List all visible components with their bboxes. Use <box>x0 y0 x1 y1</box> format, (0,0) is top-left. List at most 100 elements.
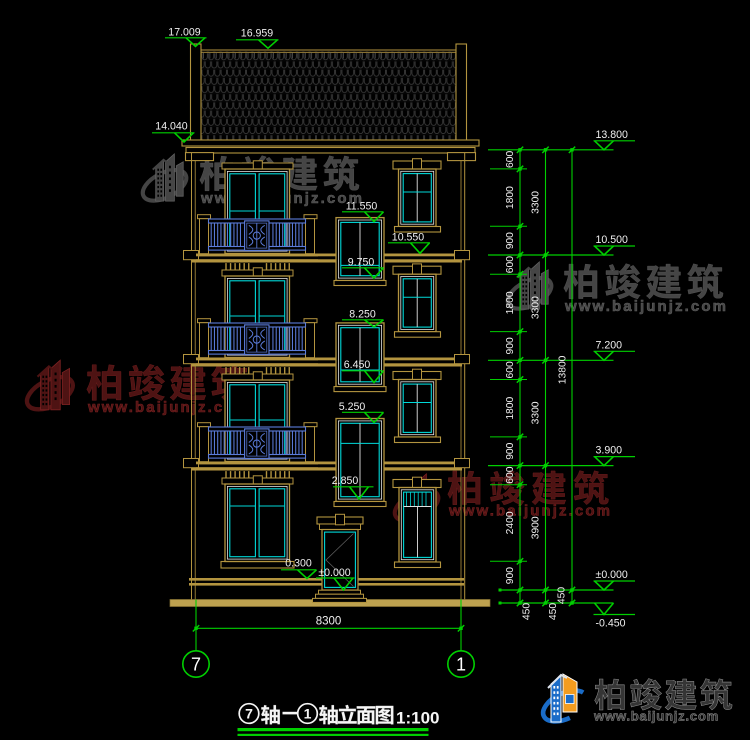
dimension-label: 900 <box>505 567 516 584</box>
elevation-marker: 9.750 <box>342 257 385 280</box>
dimension-label: 450 <box>548 603 559 620</box>
elevation-marker-text: 14.040 <box>155 121 188 133</box>
elevation-marker: 8.250 <box>342 309 384 328</box>
elevation-marker-text: 8.250 <box>349 309 376 321</box>
watermark-logo-icon <box>140 153 189 203</box>
brand-name <box>594 678 733 711</box>
window-head-trim <box>221 263 294 279</box>
stair-window <box>333 417 387 508</box>
dimension-label: 600 <box>505 361 516 378</box>
axis-bubble: 7 <box>182 649 211 678</box>
elevation-marker-text: -0.450 <box>596 618 626 630</box>
dimension-label: 3300 <box>531 401 542 424</box>
watermark-logo-icon <box>505 261 554 311</box>
dimension-label: 450 <box>557 587 568 604</box>
dimension-label: 1800 <box>505 396 516 419</box>
watermark-logo-icon <box>24 359 75 412</box>
right-bay-window <box>392 263 442 338</box>
watermark-text <box>447 470 609 506</box>
dimension-chain: 6001800900600180090060018009006002400900… <box>490 146 576 620</box>
bottom-dimension: 8300 7 1 <box>182 599 475 678</box>
dimension-label: 2400 <box>505 511 516 534</box>
dimension-label: 900 <box>505 442 516 459</box>
watermark-url: www.baijunjz.com <box>448 503 612 520</box>
elevation-marker: ±0.000 <box>500 569 635 592</box>
title-text <box>260 704 280 725</box>
roof-post-right <box>455 43 468 143</box>
title-axis-number: 7 <box>245 706 253 722</box>
stair-window <box>333 322 387 393</box>
dimensions: 17.009 16.959 14.040 11.550 10.550 9.750 8.250… <box>152 27 635 678</box>
elevation-marker-text: 3.900 <box>596 445 623 457</box>
floor1-right-window <box>392 476 442 569</box>
elevation-marker: 0.300 <box>281 558 318 580</box>
stair-window <box>333 216 387 287</box>
elevation-marker-text: ±0.000 <box>318 567 350 579</box>
elevation-marker: 5.250 <box>339 401 385 424</box>
axis-bubble-label: 7 <box>191 655 201 675</box>
right-bay-window <box>392 158 442 233</box>
brand-url: www.baijunjz.com <box>593 709 719 724</box>
watermark-url: www.baijunjz.com <box>564 298 728 315</box>
elevation-marker-text: 9.750 <box>348 257 375 269</box>
elevation-marker: 3.900 <box>488 445 635 467</box>
elevation-marker: 10.550 <box>388 232 431 255</box>
dimension-label: 600 <box>505 466 516 483</box>
elevation-marker-text: 16.959 <box>241 28 274 40</box>
dimension-label: 900 <box>505 337 516 354</box>
elevation-marker-text: 13.800 <box>596 129 629 141</box>
roof <box>181 43 480 162</box>
dimension-label: 600 <box>505 256 516 273</box>
elevation-marker: 2.850 <box>332 475 374 501</box>
title-axis-number: 1 <box>304 706 312 722</box>
elevation-marker-text: 6.450 <box>344 359 371 371</box>
bottom-dimension-text: 8300 <box>316 616 342 628</box>
elevation-marker: 11.550 <box>342 201 385 223</box>
elevation-marker-text: 10.500 <box>596 234 629 246</box>
dimension-label: 1800 <box>505 291 516 314</box>
dimension-label: 3300 <box>531 296 542 319</box>
railing-balusters <box>210 223 303 247</box>
dimension-label: 13800 <box>558 355 569 384</box>
elevation-marker-text: 0.300 <box>285 558 312 570</box>
elevation-marker: ±0.000 <box>316 567 355 592</box>
dimension-label: 600 <box>505 151 516 168</box>
walls <box>191 153 466 600</box>
balcony <box>196 214 318 263</box>
floor-band <box>183 250 470 263</box>
roof-ridge-ticks <box>203 52 452 59</box>
axis-bubble-label: 1 <box>456 655 466 675</box>
railing-balusters <box>210 327 303 351</box>
title-dash <box>282 711 297 715</box>
roof-post-left <box>189 43 202 143</box>
elevation-marker-text: 2.850 <box>332 475 359 487</box>
right-bay-window <box>392 368 442 444</box>
building <box>169 43 491 607</box>
brand-logo: www.baijunjz.com <box>540 673 733 724</box>
elevation-marker: 17.009 <box>165 27 207 48</box>
dimension-label: 450 <box>522 603 533 620</box>
axis-bubble: 1 <box>446 649 475 678</box>
elevation-marker-text: ±0.000 <box>596 569 628 581</box>
elevation-marker: 10.500 <box>488 234 635 257</box>
balcony-door-window <box>224 483 291 563</box>
dimension-label: 3300 <box>531 191 542 214</box>
elevation-marker-text: 5.250 <box>339 401 366 413</box>
dimension-label: 3900 <box>531 516 542 539</box>
elevation-marker: 7.200 <box>488 339 635 362</box>
railing-ornament <box>244 324 270 355</box>
railing-ornament <box>244 428 270 459</box>
elevation-marker: 6.450 <box>342 359 385 384</box>
watermark: www.baijunjz.com <box>505 261 728 315</box>
elevation-marker-text: 10.550 <box>392 232 425 244</box>
elevation-marker-text: 7.200 <box>596 339 623 351</box>
balcony <box>196 318 318 367</box>
railing-balusters <box>210 431 303 455</box>
elevation-marker: 16.959 <box>236 28 279 50</box>
title-text <box>318 704 394 725</box>
balcony <box>196 422 318 471</box>
railing-ornament <box>244 220 270 251</box>
